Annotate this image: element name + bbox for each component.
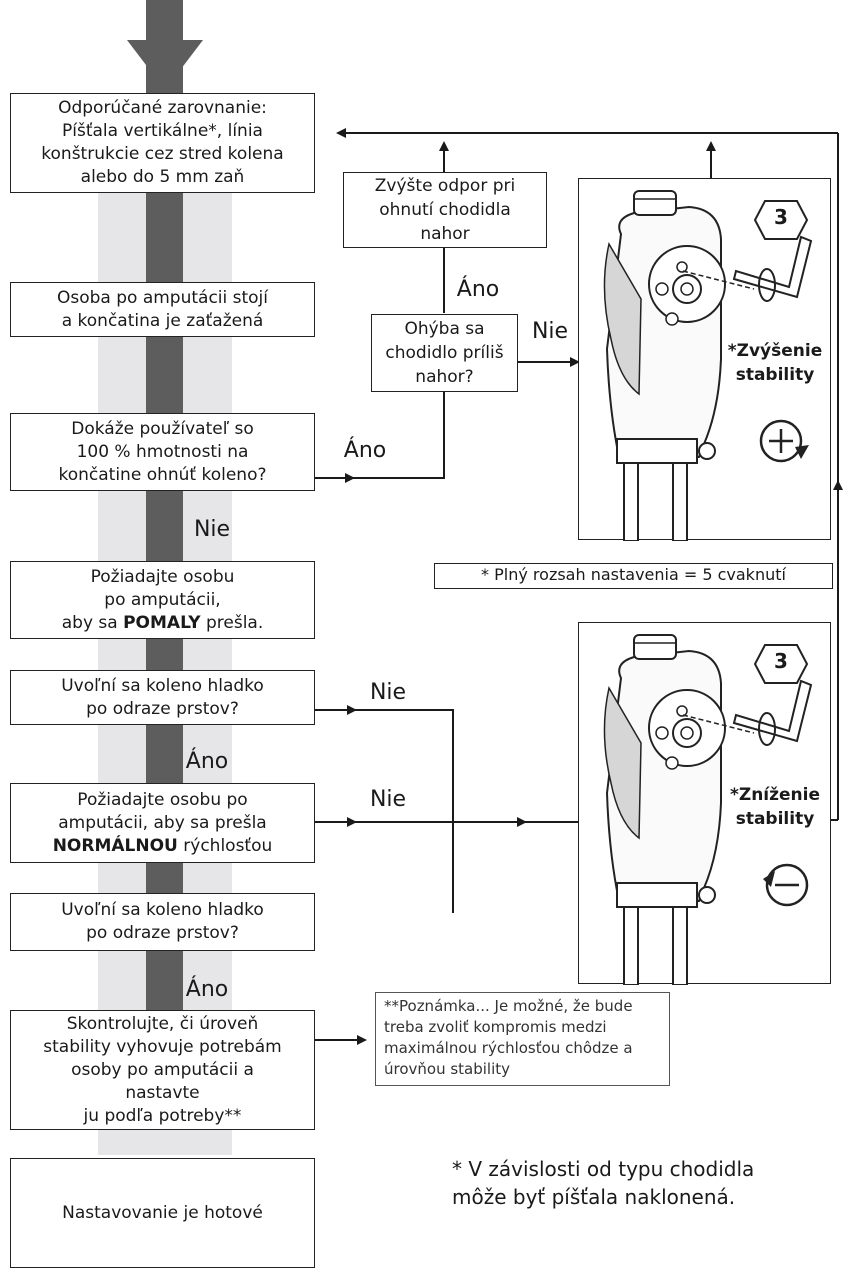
step-done-text: Nastavovanie je hotové: [62, 1202, 263, 1223]
decrease-stability-label: *Zníženie stability: [729, 785, 821, 829]
step-check-stability: Skontrolujte, či úroveň stability vyhovu…: [10, 1010, 315, 1130]
step-can-flex-text: Dokáže používateľ so 100 % hmotnosti na …: [58, 418, 267, 485]
label-ano-1: Áno: [185, 749, 229, 774]
label-nie-3: Nie: [369, 787, 407, 812]
step-release-2: Uvoľní sa koleno hladko po odraze prstov…: [10, 893, 315, 951]
compromise-note: **Poznámka... Je možné, že bude treba zv…: [375, 992, 670, 1086]
step-release-2-text: Uvoľní sa koleno hladko po odraze prstov…: [61, 900, 264, 943]
foot-bends-text: Ohýba sa chodidlo príliš nahor?: [385, 319, 504, 387]
label-nie-1: Nie: [193, 517, 231, 542]
step-release-1: Uvoľní sa koleno hladko po odraze prstov…: [10, 670, 315, 725]
step-release-1-text: Uvoľní sa koleno hladko po odraze prstov…: [61, 675, 264, 719]
label-ano-top: Áno: [456, 277, 500, 302]
step-check-text: Skontrolujte, či úroveň stability vyhovu…: [43, 1013, 282, 1126]
step-recommended-alignment: Odporúčané zarovnanie: Píšťala vertikáln…: [10, 93, 315, 193]
step-walk-normal-text: Požiadajte osobu po amputácii, aby sa pr…: [52, 789, 273, 856]
walk-slow-emphasis: POMALY: [123, 612, 201, 633]
step-foot-bends: Ohýba sa chodidlo príliš nahor?: [371, 314, 518, 392]
panel-increase-stability: 3 *Zvýšenie stability: [578, 178, 831, 541]
label-nie-2: Nie: [369, 680, 407, 705]
step-amputee-stands: Osoba po amputácii stojí a končatina je …: [10, 282, 315, 337]
walk-normal-emphasis: NORMÁLNOU: [52, 835, 178, 856]
spine-arrowhead-top: [127, 40, 203, 90]
step-3-label-bottom: 3: [774, 649, 788, 673]
step-done: Nastavovanie je hotové: [10, 1158, 315, 1268]
footnote: * V závislosti od typu chodidla môže byť…: [452, 1157, 755, 1209]
rotate-minus-icon: [763, 863, 809, 907]
rotate-plus-icon: [759, 419, 809, 463]
label-ano-2: Áno: [185, 977, 229, 1002]
label-nie-right: Nie: [531, 319, 569, 344]
step-walk-slow: Požiadajte osobu po amputácii, aby sa PO…: [10, 561, 315, 639]
increase-stability-label: *Zvýšenie stability: [727, 341, 823, 385]
step-walk-normal: Požiadajte osobu po amputácii, aby sa pr…: [10, 783, 315, 863]
increase-resistance-text: Zvýšte odpor pri ohnutí chodidla nahor: [374, 176, 516, 244]
step-walk-slow-text: Požiadajte osobu po amputácii, aby sa PO…: [61, 566, 264, 633]
step-3-hexagon-icon: [753, 200, 809, 240]
step-can-flex-knee: Dokáže používateľ so 100 % hmotnosti na …: [10, 413, 315, 491]
panel-decrease-stability: 3 *Zníženie stability: [578, 622, 831, 985]
step-3-hexagon-icon-bottom: [753, 644, 809, 684]
range-note-text: * Plný rozsah nastavenia = 5 cvaknutí: [481, 565, 786, 584]
label-ano-left: Áno: [343, 438, 387, 463]
adjustment-range-note: * Plný rozsah nastavenia = 5 cvaknutí: [434, 563, 833, 589]
step-stands-text: Osoba po amputácii stojí a končatina je …: [56, 287, 269, 331]
step-3-label: 3: [774, 205, 788, 229]
step-increase-resistance: Zvýšte odpor pri ohnutí chodidla nahor: [343, 172, 547, 248]
knee-illustration-increase: [603, 190, 813, 541]
knee-illustration-decrease: [603, 634, 813, 985]
step-recommended-text: Odporúčané zarovnanie: Píšťala vertikáln…: [41, 98, 284, 187]
